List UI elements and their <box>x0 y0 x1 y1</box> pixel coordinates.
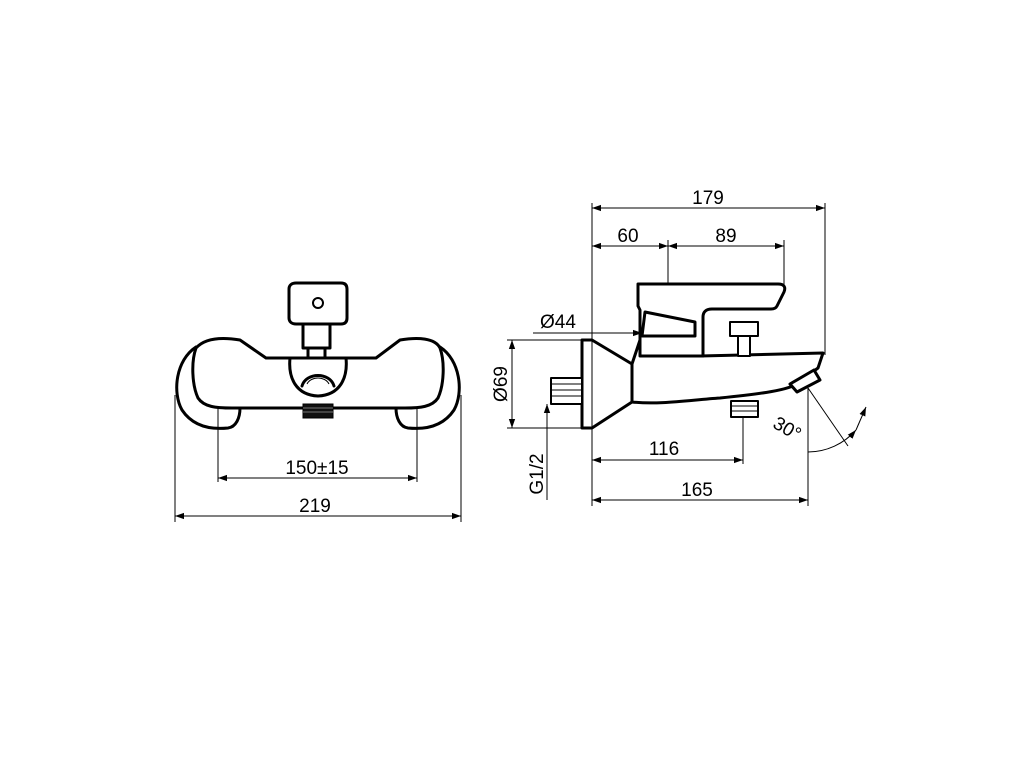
spout-tip <box>788 368 822 394</box>
front-view: 150±15 219 <box>174 281 462 522</box>
side-rosette <box>580 338 634 430</box>
lever-indicator-dot <box>312 297 324 309</box>
right-rosette <box>394 345 461 430</box>
dimension-label-overall-width: 219 <box>299 496 331 517</box>
dimension-label-wall-to-lever: 60 <box>617 226 638 247</box>
angle-arc <box>807 429 857 453</box>
dimension-label-connection-spacing: 150±15 <box>285 458 348 479</box>
diverter-grip <box>300 374 336 388</box>
left-rosette <box>175 345 242 430</box>
side-diverter-cap <box>729 321 759 337</box>
inlet-thread <box>550 377 583 405</box>
dimension-label-spout-angle: 30° <box>769 413 804 446</box>
angle-arc-upper <box>855 406 867 431</box>
side-view: 179 60 89 Ø44 Ø69 G1/2 116 165 30° <box>491 188 867 506</box>
dimension-label-thread: G1/2 <box>527 453 548 494</box>
side-diverter-stem <box>737 335 751 357</box>
side-lever-pivot <box>640 310 697 338</box>
dimension-label-total-length: 179 <box>692 188 724 209</box>
dimension-label-wall-to-outlet: 116 <box>649 439 679 460</box>
diverter-grip-inner <box>306 377 330 385</box>
outlet-thread <box>302 403 334 419</box>
angle-reference-line <box>807 387 849 447</box>
dimension-label-flange-diameter: Ø44 <box>540 312 576 333</box>
dimension-label-rosette-diameter: Ø69 <box>491 366 512 402</box>
dimension-label-spout-projection: 165 <box>681 480 713 501</box>
dimension-label-lever-length: 89 <box>715 226 736 247</box>
side-lever <box>636 282 787 358</box>
side-outlet-thread <box>730 400 759 418</box>
lever-stem <box>301 322 332 350</box>
